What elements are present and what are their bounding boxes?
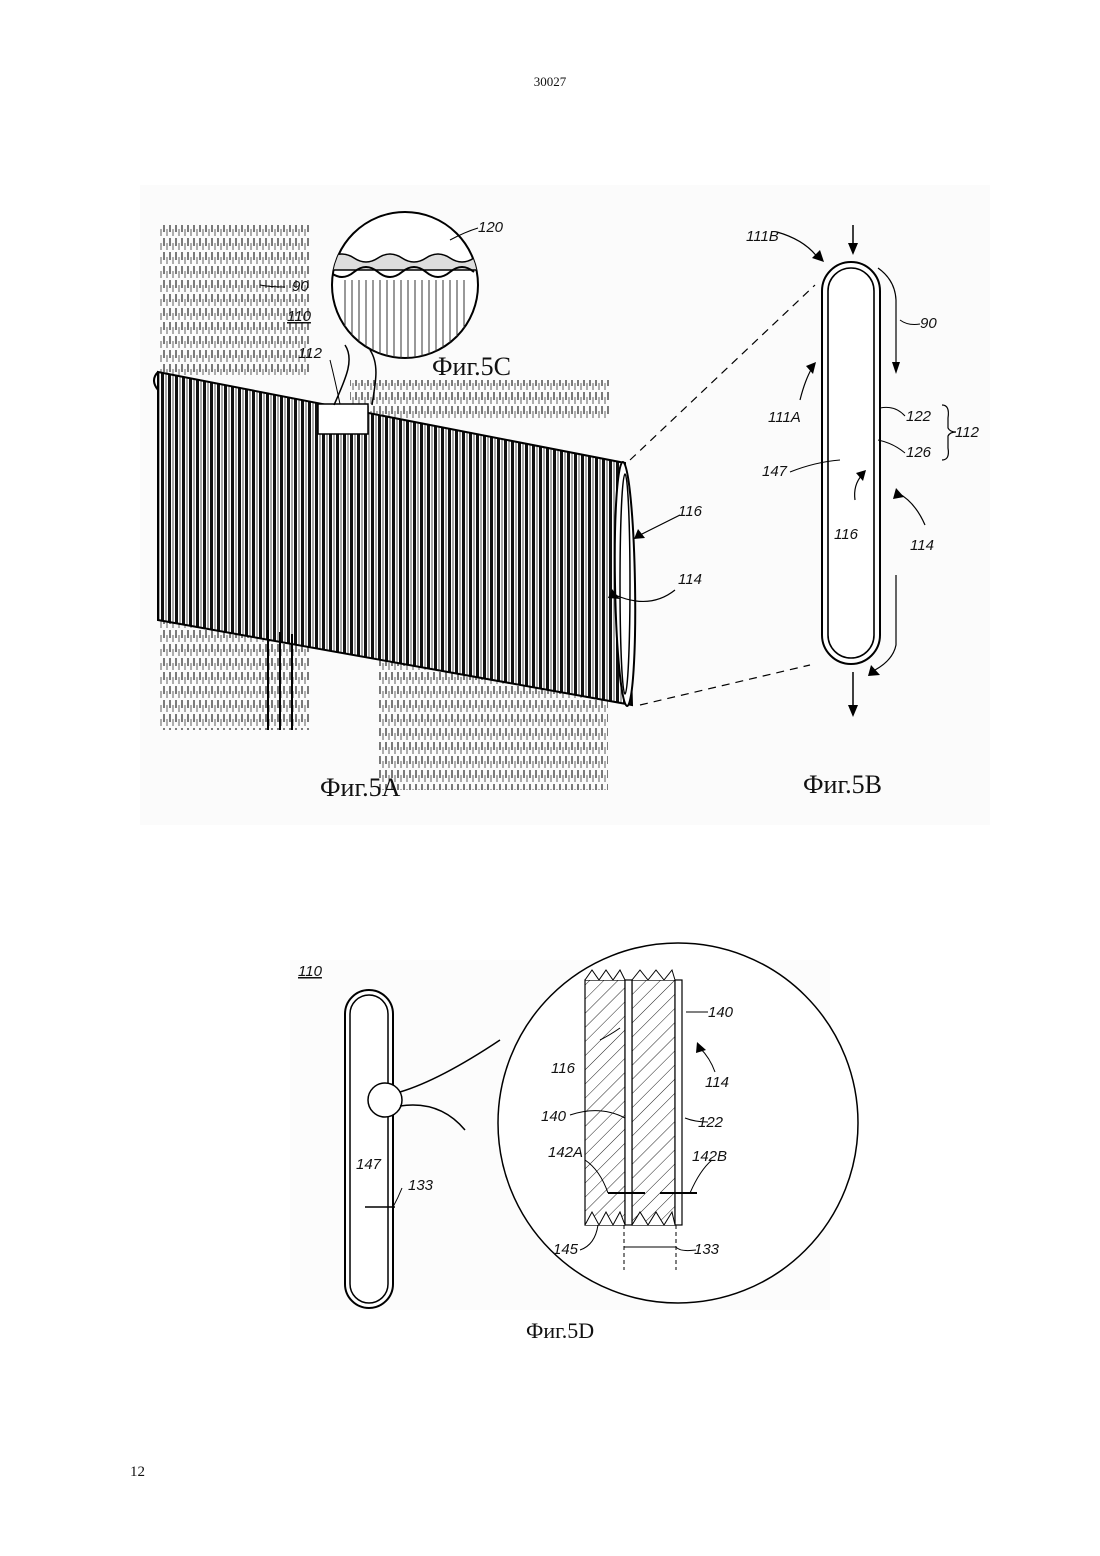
label-114-5d: 114: [705, 1074, 729, 1091]
label-90-5b: 90: [920, 315, 937, 332]
caption-fig5c: Фиг.5C: [432, 352, 511, 382]
label-90-5a: 90: [292, 278, 309, 295]
page-number: 12: [130, 1464, 145, 1481]
label-147-5d: 147: [356, 1156, 382, 1173]
label-114-5b: 114: [910, 537, 934, 554]
label-140-top: 140: [708, 1004, 734, 1021]
label-110-5d: 110: [298, 963, 323, 980]
label-114-5a: 114: [678, 571, 702, 588]
caption-fig5a: Фиг.5A: [320, 773, 400, 803]
caption-fig5d: Фиг.5D: [526, 1318, 594, 1344]
label-122-5d: 122: [698, 1114, 724, 1131]
label-142a: 142A: [548, 1144, 583, 1161]
label-140-mid: 140: [541, 1108, 567, 1125]
label-116-5b: 116: [834, 526, 859, 543]
label-120: 120: [478, 219, 504, 236]
label-133-left: 133: [408, 1177, 434, 1194]
caption-fig5b: Фиг.5B: [803, 770, 882, 800]
label-147-5b: 147: [762, 463, 788, 480]
fig5b-tube-section: [777, 225, 956, 717]
label-122-5b: 122: [906, 408, 932, 425]
label-145: 145: [553, 1241, 579, 1258]
label-110-5a: 110: [287, 308, 312, 325]
label-112-5a: 112: [298, 345, 323, 362]
projection-line-top: [630, 285, 815, 460]
label-116-5a: 116: [678, 503, 703, 520]
label-133-right: 133: [694, 1241, 720, 1258]
label-112-5b: 112: [955, 424, 980, 441]
label-111a: 111A: [768, 409, 801, 426]
label-111b: 111B: [746, 228, 779, 245]
projection-line-bottom: [640, 665, 810, 705]
label-126: 126: [906, 444, 932, 461]
label-142b: 142B: [692, 1148, 727, 1165]
label-116-5d: 116: [551, 1060, 576, 1077]
